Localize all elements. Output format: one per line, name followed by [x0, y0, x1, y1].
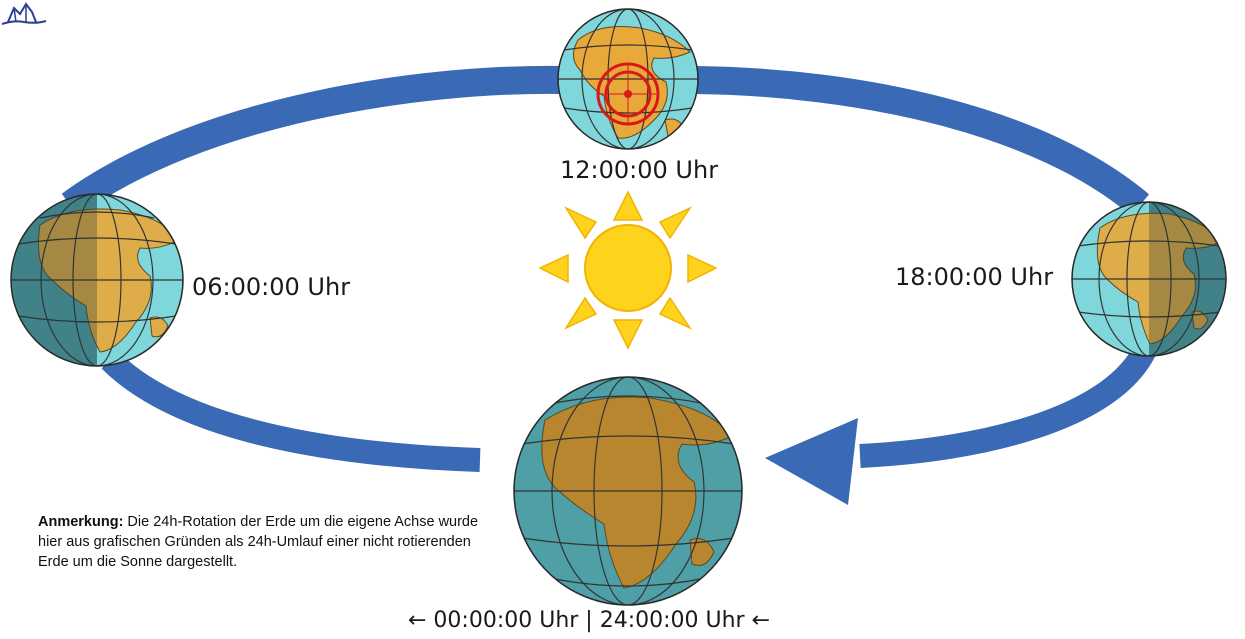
time-label-morning: 06:00:00 Uhr: [192, 273, 351, 301]
orbit-band-right-bottom: [859, 344, 1156, 468]
orbit-band-left-bottom: [101, 351, 481, 472]
note-title: Anmerkung:: [38, 514, 124, 530]
orbit-arrowhead: [765, 418, 858, 505]
night-overlay: [11, 194, 97, 366]
time-label-midnight: ← 00:00:00 Uhr | 24:00:00 Uhr ←: [408, 608, 771, 633]
time-label-evening: 18:00:00 Uhr: [895, 263, 1054, 291]
night-overlay: [1149, 202, 1226, 356]
globe-noon: [557, 8, 699, 150]
logo-icon: [1, 2, 47, 25]
note-box: Anmerkung: Die 24h-Rotation der Erde um …: [38, 512, 488, 572]
note-text: Die 24h-Rotation der Erde um die eigene …: [38, 514, 479, 570]
sun-icon: [538, 190, 718, 350]
orbit-band-top: [61, 65, 1150, 217]
time-label-noon: 12:00:00 Uhr: [560, 156, 719, 184]
globe-midnight: [513, 376, 743, 606]
